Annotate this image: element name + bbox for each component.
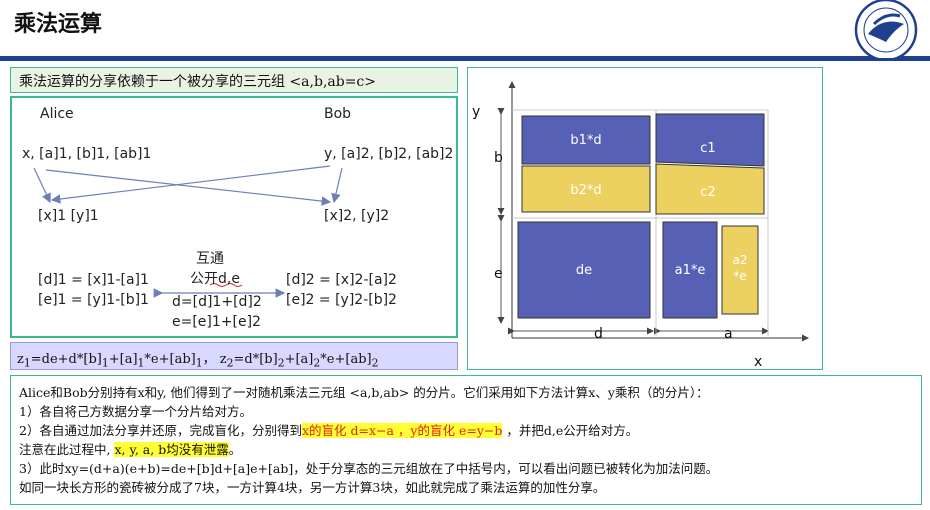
tile-label-b1d: b1*d — [570, 133, 601, 148]
university-seal-icon — [854, 0, 918, 58]
alice-e: [e]1 = [y]1-[b]1 — [38, 292, 149, 308]
e-sum: e=[e]1+[e]2 — [172, 314, 261, 330]
protocol-panel: Alice Bob x, [a]1, [b]1, [ab]1 y, [a]2, … — [10, 96, 458, 338]
bob-e: [e]2 = [y]2-[b]2 — [286, 292, 397, 308]
tile-label-c1: c1 — [700, 141, 715, 156]
exchange-label-1: 互通 — [196, 251, 224, 267]
arrow-bob-keep — [331, 167, 343, 204]
axis-x-label: x — [754, 354, 762, 370]
explanation-panel: Alice和Bob分别持有x和y, 他们得到了一对随机乘法三元组 <a,b,ab… — [10, 375, 922, 505]
tile-label-de: de — [576, 263, 592, 278]
tile-label-c2: c2 — [700, 185, 715, 200]
d-sum: d=[d]1+[d]2 — [172, 294, 262, 310]
tile-de — [517, 221, 651, 319]
title-divider — [0, 56, 930, 61]
bob-received: [x]2, [y]2 — [324, 208, 390, 224]
alice-shares: x, [a]1, [b]1, [ab]1 — [22, 146, 152, 162]
premise-box: 乘法运算的分享依赖于一个被分享的三元组 <a,b,ab=c> — [10, 67, 458, 93]
tile-a1e — [662, 221, 718, 319]
tile-label-a1e: a1*e — [675, 263, 706, 278]
page-title: 乘法运算 — [14, 12, 103, 37]
explanation-line-3: 2）各自通过加法分享并还原，完成盲化，分别得到x的盲化 d=x−a ，y的盲化 … — [19, 423, 639, 438]
premise-text: 乘法运算的分享依赖于一个被分享的三元组 <a,b,ab=c> — [19, 74, 376, 90]
tile-c2 — [655, 163, 765, 215]
dim-label-a: a — [724, 326, 733, 342]
dim-label-e: e — [494, 266, 503, 282]
tile-b2d — [521, 165, 651, 213]
alice-d: [d]1 = [x]1-[a]1 — [38, 272, 149, 288]
tile-label-a2e-1: a2 — [733, 253, 748, 267]
tile-diagram: y x b e d a b1*d b2*d c1 c2 de a1*e a2 *… — [472, 81, 809, 370]
bob-shares: y, [a]2, [b]2, [ab]2 — [324, 146, 454, 162]
explanation-line-4: 注意在此过程中, x, y, a, b均没有泄露。 — [19, 442, 242, 457]
alice-received: [x]1 [y]1 — [38, 208, 99, 224]
dim-label-d: d — [594, 326, 603, 342]
blinding-highlight: x的盲化 d=x−a ，y的盲化 e=y−b — [301, 423, 503, 438]
tile-diagram-panel: y x b e d a b1*d b2*d c1 c2 de a1*e a2 *… — [467, 67, 823, 370]
arrow-alice-to-bob — [45, 169, 332, 206]
tile-c1 — [655, 113, 765, 167]
explanation-line-1: Alice和Bob分别持有x和y, 他们得到了一对随机乘法三元组 <a,b,ab… — [19, 385, 709, 400]
bob-label: Bob — [324, 106, 352, 122]
tile-b1d — [521, 115, 651, 165]
explanation-line-5: 3）此时xy=(d+a)(e+b)=de+[b]d+[a]e+[ab]，处于分享… — [19, 461, 719, 476]
no-leak-highlight: x, y, a, b均没有泄露 — [114, 442, 229, 457]
tile-label-b2d: b2*d — [570, 183, 601, 198]
axis-y-label: y — [472, 104, 480, 120]
formula-bar: z1=de+d*[b]1+[a]1*e+[ab]1， z2=d*[b]2+[a]… — [10, 342, 458, 370]
tile-a2e — [721, 225, 759, 315]
alice-label: Alice — [40, 106, 74, 122]
tile-label-a2e-2: *e — [733, 269, 746, 283]
share-formula: z1=de+d*[b]1+[a]1*e+[ab]1， z2=d*[b]2+[a]… — [17, 352, 379, 370]
arrow-bob-to-alice — [50, 165, 331, 204]
squiggle-underline — [209, 283, 243, 287]
bob-d: [d]2 = [x]2-[a]2 — [286, 272, 397, 288]
exchange-arrows — [33, 165, 343, 298]
explanation-line-2: 1）各自将己方数据分享一个分片给对方。 — [19, 404, 252, 419]
explanation-line-6: 如同一块长方形的瓷砖被分成了7块，一方计算4块，另一方计算3块，如此就完成了乘法… — [19, 480, 606, 495]
arrow-alice-keep — [33, 167, 51, 204]
dim-label-b: b — [494, 150, 503, 166]
exchange-label-2: 公开d,e — [190, 271, 240, 287]
